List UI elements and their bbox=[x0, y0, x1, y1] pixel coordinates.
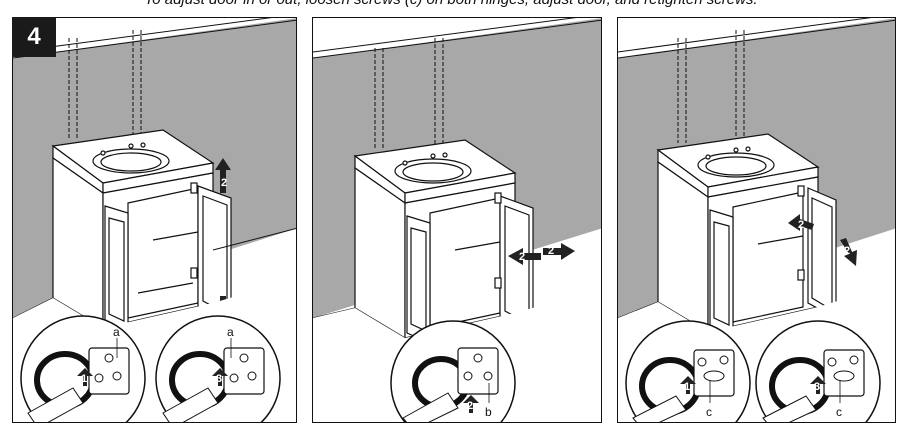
arrow-number: 2 bbox=[519, 251, 525, 263]
panel-3-adjust-in-out: 2 2 1 c 3 c bbox=[617, 17, 896, 423]
adjust-out-arrow: 2 bbox=[840, 238, 857, 266]
arrow-number: 3 bbox=[814, 381, 820, 393]
arrow-number: 1 bbox=[684, 381, 690, 393]
adjust-left-arrow: 2 bbox=[508, 248, 541, 265]
step-number-badge: 4 bbox=[12, 17, 56, 57]
zoom-detail-tighten: 3 c bbox=[755, 320, 881, 422]
arrow-number: 2 bbox=[467, 400, 473, 412]
arrow-number: 2 bbox=[844, 245, 850, 257]
wall-studs bbox=[68, 30, 142, 138]
zoom-detail-tighten: 3 a bbox=[155, 315, 281, 422]
panel-3-illustration: 2 2 1 c 3 c bbox=[618, 18, 895, 422]
callout-a: a bbox=[227, 325, 234, 339]
panel-2-illustration: 2 2 2 b bbox=[313, 18, 601, 422]
panel-1-illustration: 2 2 1 a 3 a bbox=[13, 18, 296, 422]
arrow-number: 2 bbox=[548, 245, 554, 257]
callout-b: b bbox=[485, 405, 492, 419]
arrow-number: 2 bbox=[221, 177, 227, 189]
adjust-up-arrow: 2 bbox=[215, 158, 231, 193]
arrow-number: 3 bbox=[216, 373, 222, 385]
panel-1-adjust-up-down: 2 2 1 a 3 a bbox=[12, 17, 297, 423]
wall-studs bbox=[677, 30, 745, 143]
wall-studs bbox=[374, 38, 444, 148]
callout-c: c bbox=[706, 405, 712, 419]
arrow-number: 1 bbox=[81, 373, 87, 385]
vanity-cabinet bbox=[353, 139, 534, 344]
callout-a: a bbox=[113, 325, 120, 339]
adjust-right-arrow: 2 bbox=[543, 243, 575, 260]
callout-c: c bbox=[836, 405, 842, 419]
vanity-cabinet bbox=[51, 129, 232, 334]
panel-2-adjust-side-to-side: 2 2 2 b bbox=[312, 17, 602, 423]
arrow-number: 2 bbox=[798, 219, 804, 231]
adjust-in-arrow: 2 bbox=[788, 214, 814, 231]
instruction-caption: To adjust door in or out, loosen screws … bbox=[0, 0, 902, 8]
vanity-cabinet bbox=[656, 133, 837, 338]
zoom-detail-loosen: 1 a bbox=[20, 315, 146, 422]
zoom-detail-hinge-screw: 2 b bbox=[390, 320, 516, 422]
zoom-detail-loosen: 1 c bbox=[625, 320, 751, 422]
